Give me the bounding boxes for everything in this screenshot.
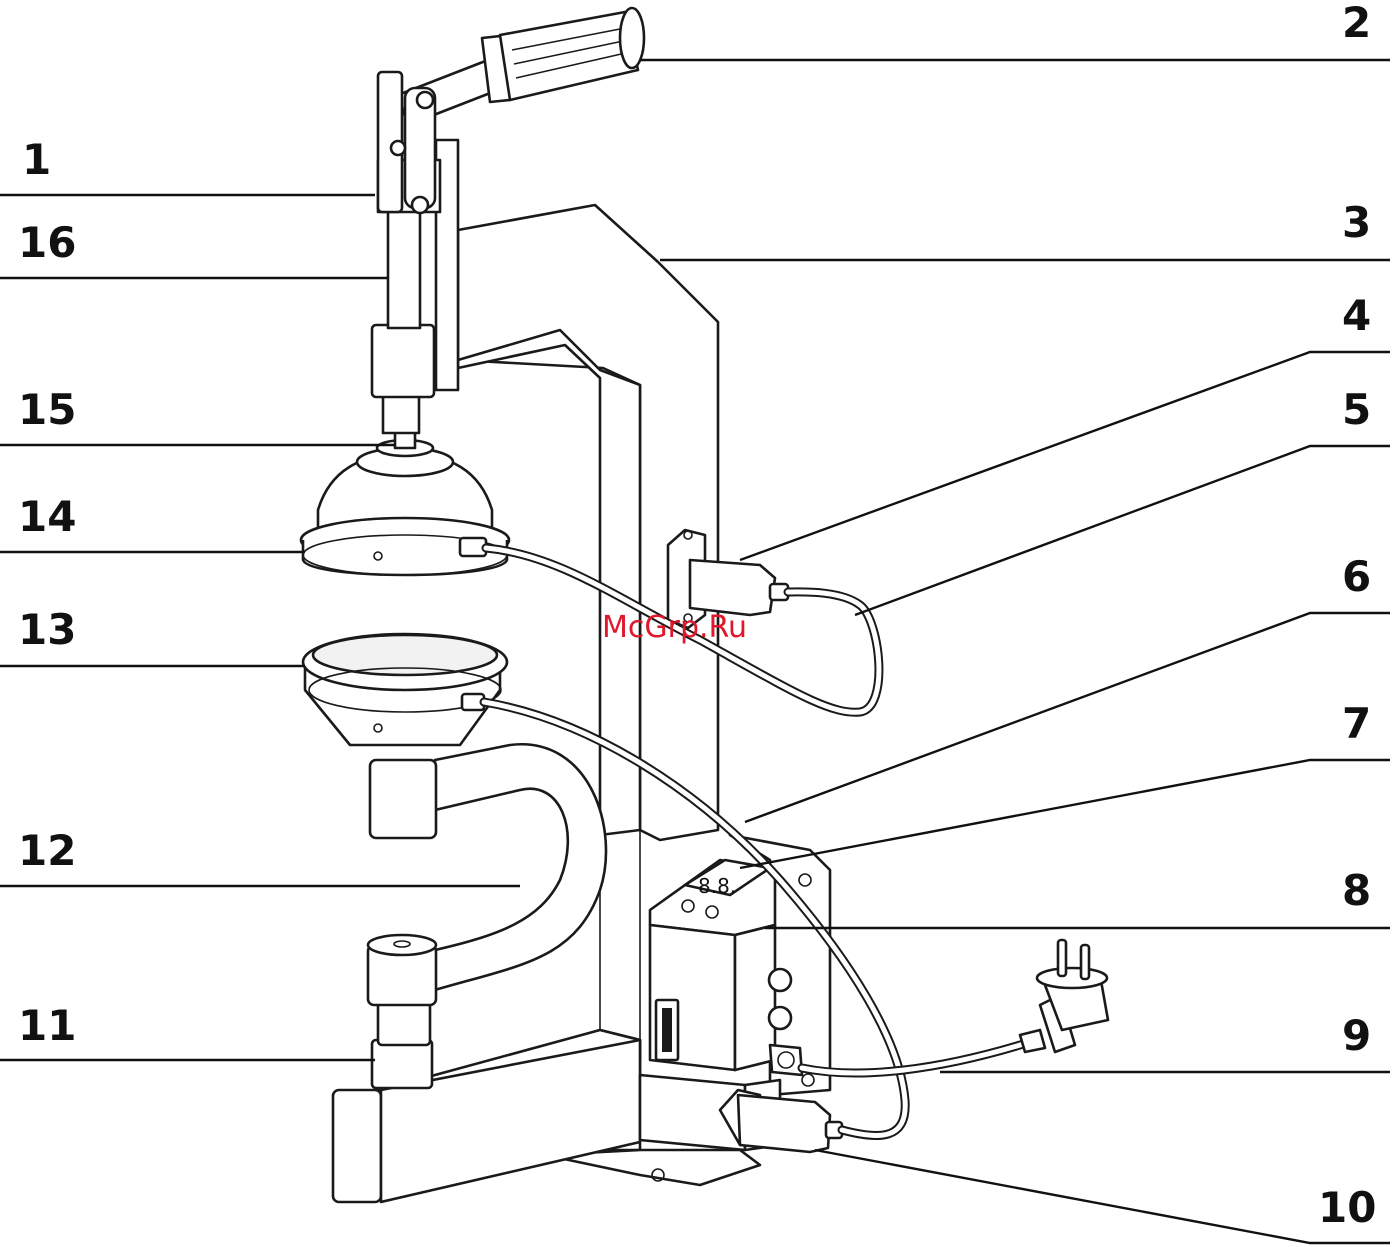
callout-5: 5 bbox=[1342, 385, 1371, 434]
callout-8: 8 bbox=[1342, 866, 1371, 915]
callout-1: 1 bbox=[22, 135, 51, 184]
lever-handle bbox=[378, 8, 644, 213]
callout-10: 10 bbox=[1318, 1183, 1376, 1232]
callout-12: 12 bbox=[18, 826, 76, 875]
callout-15: 15 bbox=[18, 385, 76, 434]
connector-10 bbox=[720, 1090, 842, 1152]
callout-11: 11 bbox=[18, 1001, 76, 1050]
svg-text:8.8.: 8.8. bbox=[698, 874, 736, 898]
callout-16: 16 bbox=[18, 218, 76, 267]
upper-sensor bbox=[301, 430, 509, 575]
callout-9: 9 bbox=[1342, 1011, 1371, 1060]
lower-anvil bbox=[368, 935, 436, 1088]
callout-14: 14 bbox=[18, 492, 76, 541]
lower-sensor bbox=[303, 634, 507, 838]
callout-13: 13 bbox=[18, 605, 76, 654]
c-frame bbox=[435, 744, 606, 990]
callout-7: 7 bbox=[1342, 699, 1371, 748]
watermark-text: McGrp.Ru bbox=[602, 610, 747, 645]
callout-3: 3 bbox=[1342, 198, 1371, 247]
mains-plug bbox=[1020, 940, 1108, 1052]
callout-4: 4 bbox=[1342, 291, 1371, 340]
callout-6: 6 bbox=[1342, 552, 1371, 601]
callout-2: 2 bbox=[1342, 0, 1371, 47]
